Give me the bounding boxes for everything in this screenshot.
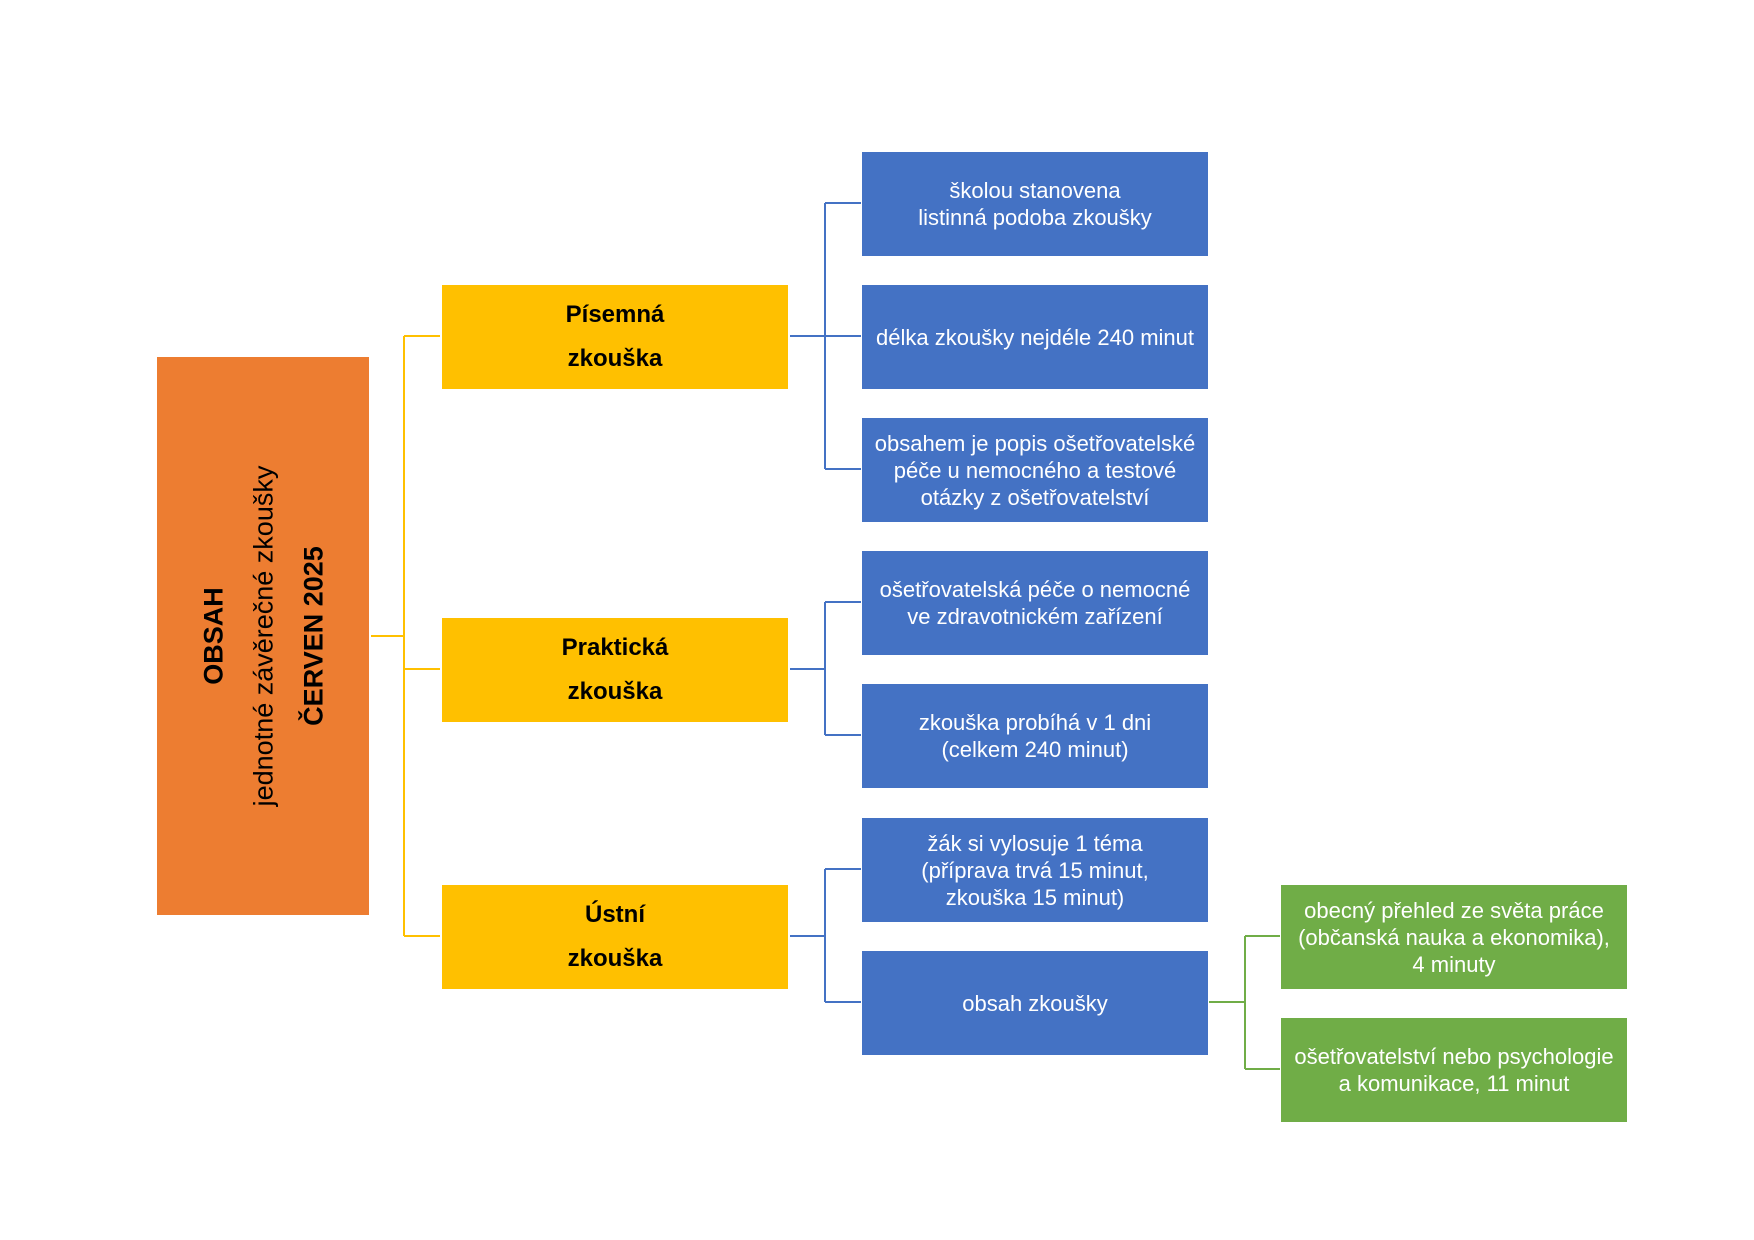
root-connectors (371, 335, 440, 937)
item-box-exam-content: obsah zkoušky (862, 951, 1208, 1055)
item-box: zkouška probíhá v 1 dni (celkem 240 minu… (862, 684, 1208, 788)
category-label: Ústní (585, 901, 645, 928)
category-written-exam: Písemná zkouška (442, 285, 788, 389)
root-date: ČERVEN 2025 (298, 546, 328, 726)
item-box: ošetřovatelská péče o nemocné ve zdravot… (862, 551, 1208, 655)
item-box: délka zkoušky nejdéle 240 minut (862, 285, 1208, 389)
subitem-box: ošetřovatelství nebo psychologie a komun… (1281, 1018, 1627, 1122)
category-label: Praktická (561, 634, 669, 661)
category-oral-exam: Ústní zkouška (442, 885, 788, 989)
item-box: obsahem je popis ošetřovatelské péče u n… (862, 418, 1208, 522)
category-label: zkouška (567, 678, 663, 705)
category-practical-exam: Praktická zkouška (442, 618, 788, 722)
category-label: zkouška (567, 345, 663, 372)
root-subtitle: jednotné závěrečné zkoušky (248, 465, 278, 807)
item-box: školou stanovena listinná podoba zkoušky (862, 152, 1208, 256)
item-box: žák si vylosuje 1 téma (příprava trvá 15… (862, 818, 1208, 922)
item-connectors (790, 202, 861, 1003)
root-box: OBSAH jednotné závěrečné zkoušky ČERVEN … (157, 357, 369, 915)
subitem-connectors (1209, 935, 1280, 1070)
category-label: Písemná (565, 301, 665, 328)
root-text: OBSAH jednotné závěrečné zkoušky ČERVEN … (188, 466, 338, 807)
root-title: OBSAH (198, 587, 228, 685)
category-label: zkouška (567, 945, 663, 972)
subitem-box: obecný přehled ze světa práce (občanská … (1281, 885, 1627, 989)
